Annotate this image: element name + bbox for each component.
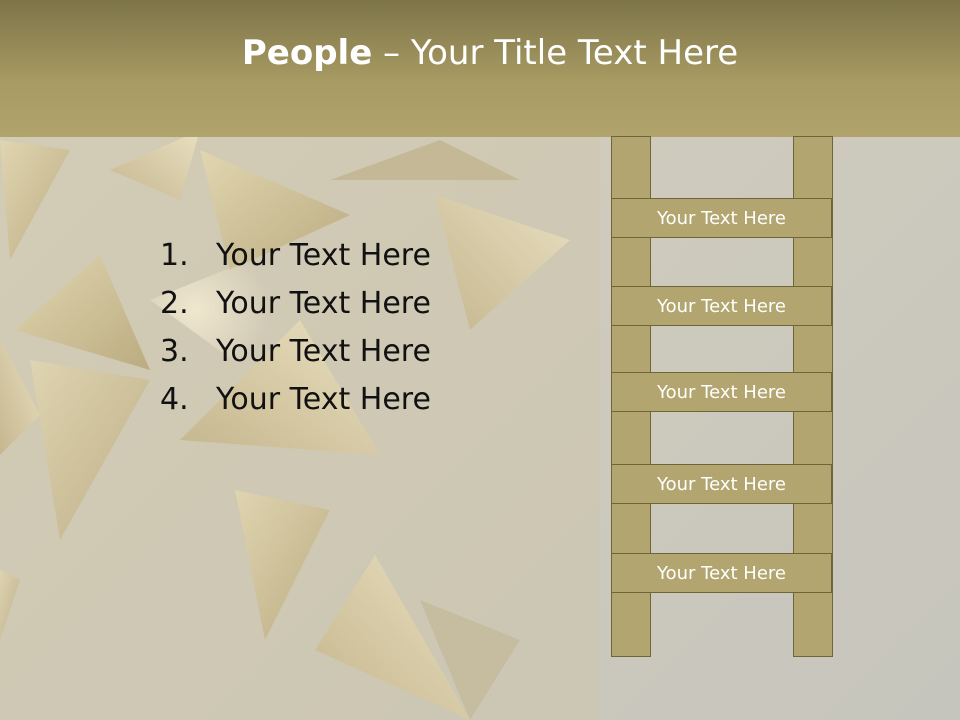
- list-item: 3. Your Text Here: [160, 328, 431, 376]
- list-item-number: 4.: [160, 382, 189, 417]
- list-item-number: 2.: [160, 286, 189, 321]
- ladder-step-5: Your Text Here: [611, 553, 832, 593]
- list-item-text: Your Text Here: [216, 334, 431, 369]
- ladder-step-3: Your Text Here: [611, 372, 832, 412]
- list-item: 2. Your Text Here: [160, 280, 431, 328]
- list-item: 4. Your Text Here: [160, 376, 431, 424]
- list-item-text: Your Text Here: [216, 286, 431, 321]
- numbered-list: 1. Your Text Here 2. Your Text Here 3. Y…: [160, 232, 431, 424]
- title-bar: People – Your Title Text Here: [0, 0, 960, 137]
- list-item-text: Your Text Here: [216, 382, 431, 417]
- title-strong: People: [241, 32, 373, 73]
- list-item-number: 1.: [160, 238, 189, 273]
- list-item-text: Your Text Here: [216, 238, 431, 273]
- ladder-step-1: Your Text Here: [611, 198, 832, 238]
- ladder-step-4: Your Text Here: [611, 464, 832, 504]
- list-item-number: 3.: [160, 334, 189, 369]
- slide-title: People – Your Title Text Here: [242, 33, 738, 73]
- list-item: 1. Your Text Here: [160, 232, 431, 280]
- ladder-step-2: Your Text Here: [611, 286, 832, 326]
- ladder-diagram: Your Text Here Your Text Here Your Text …: [611, 136, 834, 657]
- title-rest: – Your Title Text Here: [372, 32, 739, 73]
